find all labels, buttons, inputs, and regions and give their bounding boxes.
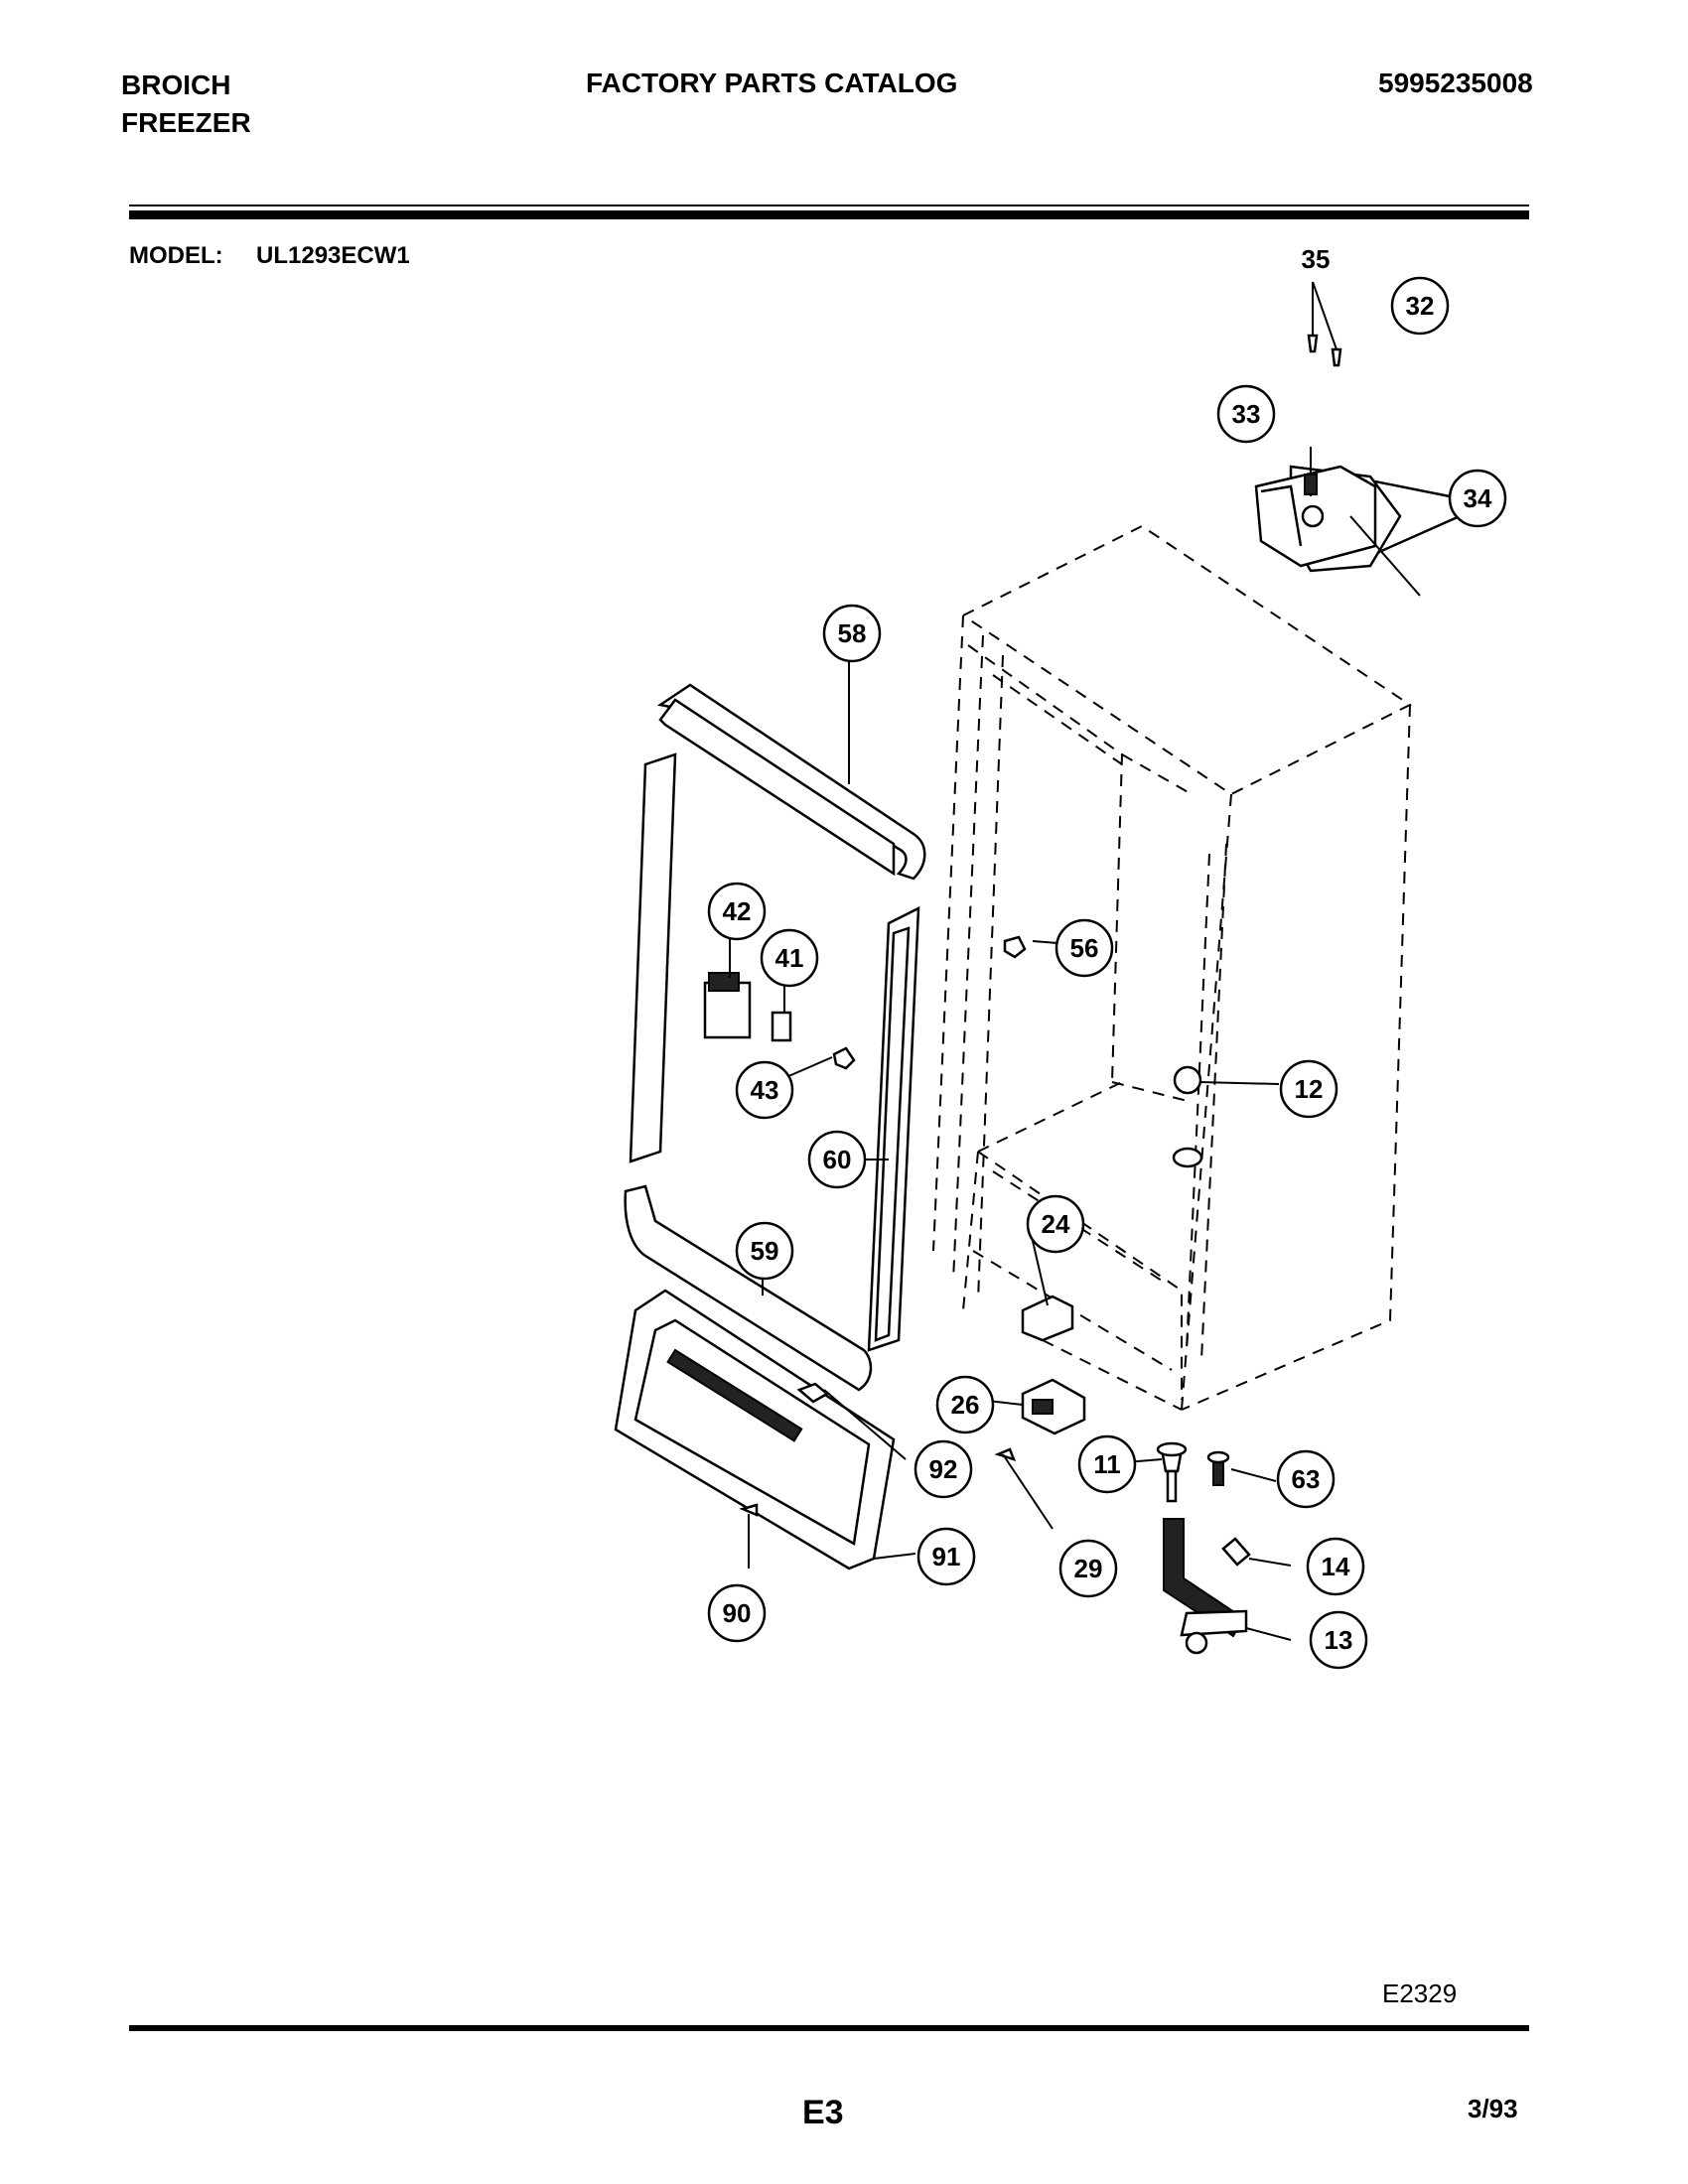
- svg-text:58: 58: [838, 618, 867, 648]
- svg-text:13: 13: [1325, 1625, 1353, 1655]
- svg-text:56: 56: [1070, 933, 1099, 963]
- callout-11: 11: [1077, 1434, 1137, 1494]
- svg-text:14: 14: [1322, 1552, 1350, 1581]
- revision-date: 3/93: [1468, 2094, 1518, 2123]
- svg-text:29: 29: [1074, 1554, 1103, 1583]
- header-rule-thin: [129, 205, 1529, 206]
- cabinet-outline: [932, 524, 1412, 1411]
- svg-text:32: 32: [1406, 291, 1435, 321]
- footer-rule: [129, 2025, 1529, 2031]
- callouts: 35 32 33 34 58 42 41 43 56 12 60 24 59 2…: [707, 244, 1507, 1670]
- kickplate-grille: [614, 1289, 896, 1570]
- svg-text:24: 24: [1042, 1209, 1070, 1239]
- svg-text:43: 43: [751, 1075, 779, 1105]
- svg-text:59: 59: [751, 1236, 779, 1266]
- callout-60: 60: [807, 1130, 867, 1189]
- callout-29: 29: [1058, 1539, 1118, 1598]
- top-hinge-assembly: [1254, 281, 1462, 597]
- control-parts: [703, 972, 856, 1070]
- svg-text:60: 60: [823, 1145, 852, 1174]
- brand-line-2: FREEZER: [121, 107, 251, 138]
- page-number: E3: [802, 2094, 844, 2131]
- drawing-code: E2329: [1382, 1979, 1458, 2008]
- callout-90: 90: [707, 1583, 767, 1643]
- callout-42: 42: [707, 882, 767, 941]
- svg-text:41: 41: [775, 943, 804, 973]
- callout-59: 59: [735, 1221, 794, 1281]
- callout-56: 56: [1055, 918, 1114, 978]
- callout-14: 14: [1306, 1537, 1365, 1596]
- callout-13: 13: [1309, 1610, 1368, 1670]
- callout-58: 58: [822, 604, 882, 663]
- svg-text:92: 92: [929, 1454, 958, 1484]
- svg-text:91: 91: [932, 1542, 961, 1571]
- svg-text:63: 63: [1292, 1464, 1321, 1494]
- svg-text:90: 90: [723, 1598, 752, 1628]
- door-gasket: [624, 683, 926, 1392]
- callout-26: 26: [935, 1375, 995, 1434]
- callout-91: 91: [916, 1527, 976, 1586]
- callout-24: 24: [1026, 1194, 1085, 1254]
- callout-32: 32: [1390, 276, 1450, 336]
- callout-12: 12: [1279, 1059, 1338, 1119]
- model-number: UL1293ECW1: [256, 242, 410, 269]
- catalog-number: 5995235008: [1378, 68, 1533, 98]
- catalog-title: FACTORY PARTS CATALOG: [586, 68, 958, 98]
- callout-43: 43: [735, 1060, 794, 1120]
- svg-text:42: 42: [723, 896, 752, 926]
- model-label: MODEL:: [129, 242, 223, 269]
- svg-text:26: 26: [951, 1390, 980, 1420]
- svg-text:11: 11: [1093, 1449, 1121, 1479]
- svg-text:12: 12: [1295, 1074, 1324, 1104]
- header-rule-thick: [129, 210, 1529, 219]
- brand-line-1: BROICH: [121, 69, 231, 100]
- callout-34: 34: [1448, 469, 1507, 528]
- svg-text:33: 33: [1232, 399, 1261, 429]
- small-parts: [994, 935, 1251, 1655]
- svg-text:34: 34: [1464, 483, 1492, 513]
- callout-41: 41: [760, 928, 819, 988]
- callout-63: 63: [1276, 1449, 1336, 1509]
- callout-33: 33: [1216, 384, 1276, 444]
- callout-35: 35: [1302, 244, 1331, 274]
- callout-92: 92: [914, 1439, 973, 1499]
